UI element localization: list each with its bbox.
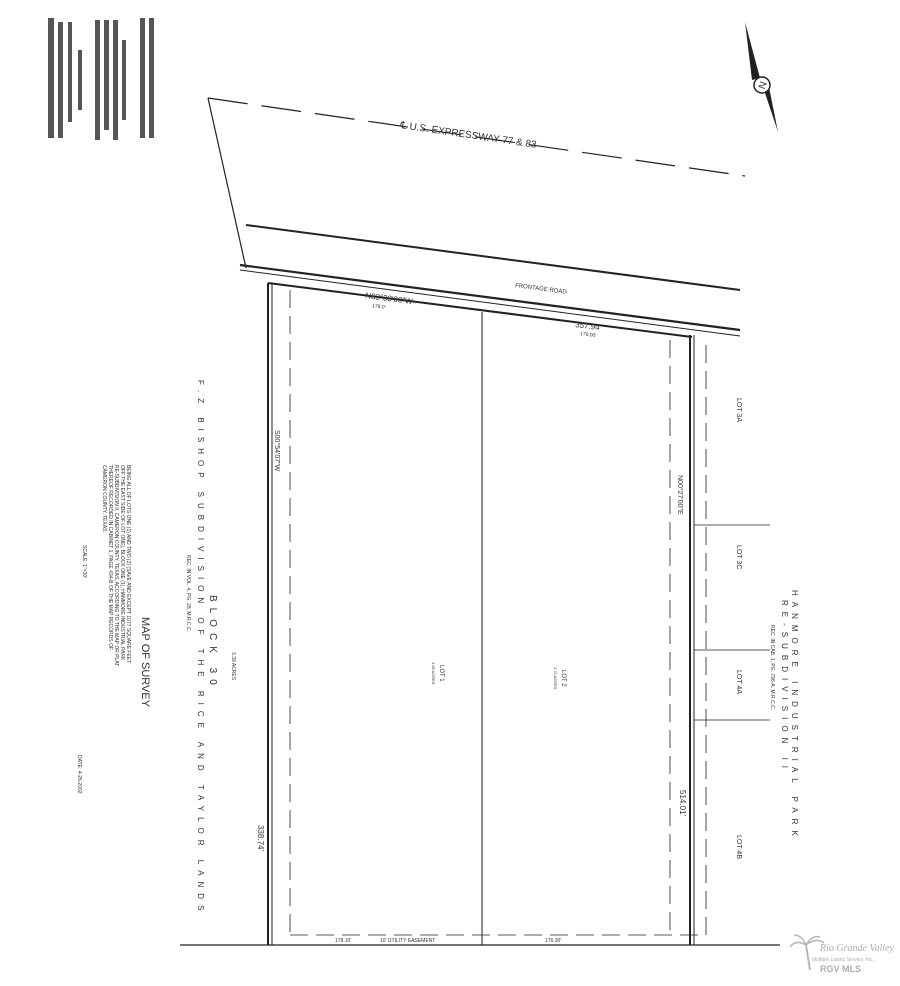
- svg-text:BEING ALL OF LOTS ONE (1) AND: BEING ALL OF LOTS ONE (1) AND TWO (2) (S…: [125, 465, 131, 663]
- expressway: ℄ U.S. EXPRESSWAY 77 & 83 FRONTAGE ROAD: [207, 97, 746, 337]
- svg-text:LOT 3C: LOT 3C: [735, 545, 742, 569]
- svg-text:3.39 ACRES: 3.39 ACRES: [230, 652, 236, 681]
- palm-tree-icon: [789, 934, 825, 971]
- svg-text:REC. IN CAB. 1, PG. 796-A, M.R: REC. IN CAB. 1, PG. 796-A, M.R.C.C.: [769, 625, 775, 710]
- surveyor-notes: [48, 18, 154, 140]
- svg-text:HANMORE INDUSTRIAL PARK: HANMORE INDUSTRIAL PARK: [790, 590, 799, 842]
- right-distance: 514.01': [678, 790, 687, 816]
- svg-text:OFF THE EAST SIDE OF LOT ONE),: OFF THE EAST SIDE OF LOT ONE), BLOCK ONE…: [119, 465, 125, 661]
- svg-text:178.0': 178.0': [372, 303, 386, 311]
- legal-description: BEING ALL OF LOTS ONE (1) AND TWO (2) (S…: [101, 465, 131, 666]
- svg-text:REC. IN VOL. 4, PG. 28, M.R.C.: REC. IN VOL. 4, PG. 28, M.R.C.C.: [185, 555, 191, 632]
- title-block: BLOCK 30 3.39 ACRES F.Z BISHOP SUBDIVISI…: [76, 380, 236, 916]
- svg-text:THEREOF RECORDED IN CABINET 1,: THEREOF RECORDED IN CABINET 1, PAGE 434-…: [107, 465, 113, 650]
- property-boundary: [180, 282, 780, 946]
- lot-1-label: LOT 1: [438, 665, 444, 682]
- block-label: BLOCK 30: [207, 595, 218, 691]
- svg-text:N: N: [757, 80, 770, 91]
- svg-text:RE-SUBDIVISION II, CAMERON COU: RE-SUBDIVISION II, CAMERON COUNTY, TEXAS…: [113, 465, 119, 666]
- highway-label: ℄ U.S. EXPRESSWAY 77 & 83: [399, 120, 538, 151]
- date-label: DATE: 4-26-2002: [76, 755, 82, 794]
- top-distance: 357.94': [575, 320, 602, 332]
- north-arrow-icon: N: [745, 22, 778, 132]
- svg-text:10' UTILITY EASEMENT: 10' UTILITY EASEMENT: [380, 938, 435, 944]
- svg-text:1.69 ACRES: 1.69 ACRES: [431, 662, 436, 685]
- svg-text:CAMERON COUNTY, TEXAS.: CAMERON COUNTY, TEXAS.: [101, 465, 107, 533]
- svg-text:176.30': 176.30': [545, 938, 561, 944]
- svg-text:Multiple Listing Service, Inc.: Multiple Listing Service, Inc.: [812, 957, 874, 963]
- left-bearing: S00°54'07"W: [273, 430, 281, 472]
- svg-text:LOT 4A: LOT 4A: [735, 670, 742, 694]
- svg-text:Rio Grande Valley: Rio Grande Valley: [819, 943, 894, 954]
- frontage-road-label: FRONTAGE ROAD: [515, 283, 568, 296]
- svg-text:178.10': 178.10': [335, 938, 351, 944]
- scale-label: SCALE: 1"=30': [81, 545, 87, 578]
- map-title: MAP OF SURVEY: [139, 617, 151, 708]
- subdivision-label: F.Z BISHOP SUBDIVISION OF THE RICE AND T…: [196, 380, 205, 916]
- lots: LOT 1 1.69 ACRES LOT 2 1.70 ACRES LOT 3A…: [431, 398, 742, 859]
- lot-2-label: LOT 2: [560, 670, 566, 687]
- svg-text:176.00': 176.00': [580, 331, 597, 339]
- svg-text:1.70 ACRES: 1.70 ACRES: [553, 667, 558, 690]
- adjacent-park: HANMORE INDUSTRIAL PARK RE-SUBDIVISION I…: [769, 590, 799, 842]
- right-bearing: N00°27'00"E: [676, 475, 684, 515]
- dimensions: N83°33'00"W 178.0' 357.94' 176.00' N00°2…: [256, 291, 687, 944]
- svg-text:LOT 3A: LOT 3A: [735, 398, 742, 422]
- rgv-mls-watermark: Rio Grande Valley Multiple Listing Servi…: [789, 934, 894, 974]
- svg-text:RE-SUBDIVISION II: RE-SUBDIVISION II: [780, 600, 789, 774]
- left-distance: 338.74': [256, 825, 265, 851]
- svg-text:LOT 4B: LOT 4B: [735, 835, 742, 859]
- svg-text:RGV MLS: RGV MLS: [820, 964, 861, 974]
